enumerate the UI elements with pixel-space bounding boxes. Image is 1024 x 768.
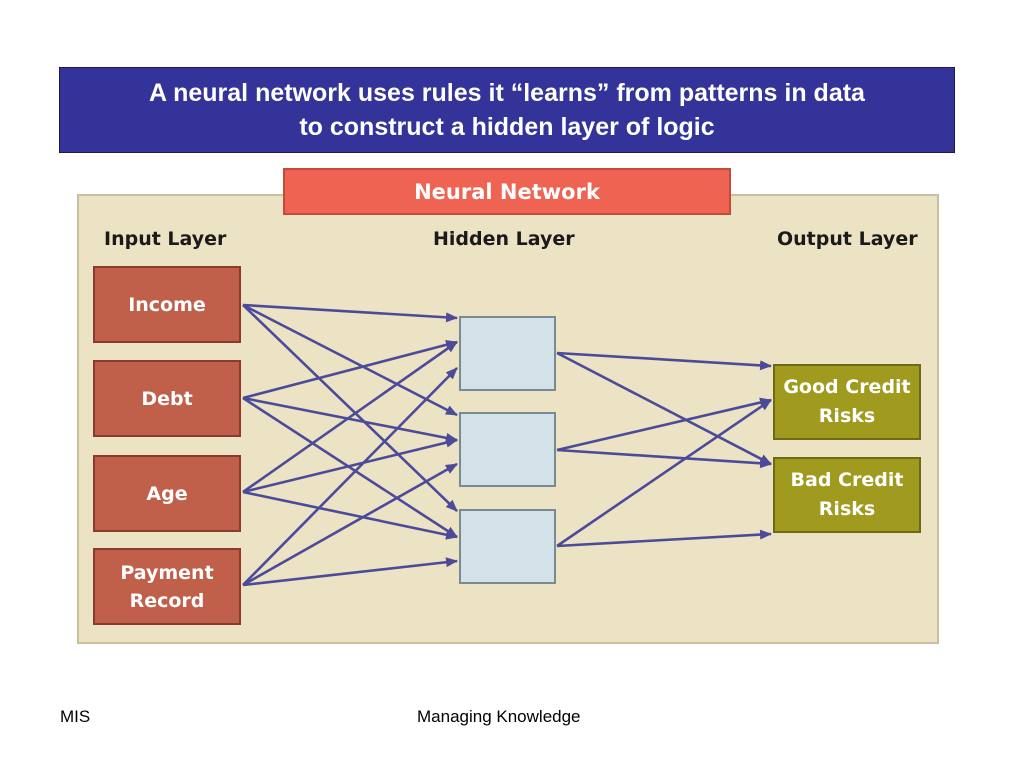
slide-title: A neural network uses rules it “learns” … [59, 67, 955, 153]
input-node-debt: Debt [93, 360, 241, 437]
input-node-payment-record: Payment Record [93, 548, 241, 625]
edge-input-1-to-hidden-1 [242, 303, 458, 323]
slide-title-line-1: A neural network uses rules it “learns” … [149, 79, 865, 107]
output-node-label: Good Credit [783, 376, 911, 398]
edge-input-3-to-hidden-2 [242, 437, 458, 494]
neural-network-banner: Neural Network [283, 168, 731, 215]
edge-input-2-to-hidden-2 [242, 396, 458, 443]
footer-left: MIS [60, 707, 91, 726]
footer-center: Managing Knowledge [417, 707, 581, 726]
output-layer-label: Output Layer [777, 228, 918, 250]
input-node-age: Age [93, 455, 241, 532]
output-node-bad-credit: Bad Credit Risks [773, 457, 921, 533]
edge-input-2-to-hidden-1 [242, 339, 458, 400]
hidden-layer-label: Hidden Layer [433, 228, 575, 250]
slide-title-line-2: to construct a hidden layer of logic [299, 113, 715, 141]
output-node-label-line-2: Risks [818, 498, 876, 520]
input-node-income: Income [93, 266, 241, 343]
hidden-node-2 [459, 412, 556, 487]
edge-hidden-2-to-output-2 [556, 448, 772, 469]
input-node-label-line-2: Record [129, 589, 205, 612]
edge-hidden-3-to-output-2 [556, 529, 772, 548]
edge-input-1-to-hidden-2 [242, 303, 458, 417]
edge-input-1-to-hidden-3 [242, 304, 458, 512]
edge-input-4-to-hidden-3 [242, 557, 458, 587]
edge-input-4-to-hidden-2 [242, 462, 458, 587]
edge-hidden-2-to-output-1 [556, 397, 772, 452]
input-node-label: Age [146, 482, 188, 505]
input-node-label: Payment [120, 561, 214, 584]
input-layer-label: Input Layer [104, 228, 227, 250]
edge-hidden-1-to-output-1 [556, 351, 772, 371]
input-node-label: Debt [141, 387, 193, 410]
output-node-label-line-2: Risks [818, 405, 876, 427]
hidden-node-3 [459, 509, 556, 584]
edge-hidden-1-to-output-2 [556, 351, 772, 466]
edge-hidden-3-to-output-1 [556, 398, 772, 548]
edge-input-3-to-hidden-3 [242, 490, 458, 540]
hidden-node-1 [459, 316, 556, 391]
edge-input-4-to-hidden-1 [242, 367, 458, 586]
input-node-label: Income [128, 293, 206, 316]
edge-input-3-to-hidden-1 [242, 340, 458, 494]
output-node-good-credit: Good Credit Risks [773, 364, 921, 440]
output-node-label: Bad Credit [790, 469, 904, 491]
edge-input-2-to-hidden-3 [242, 396, 458, 539]
